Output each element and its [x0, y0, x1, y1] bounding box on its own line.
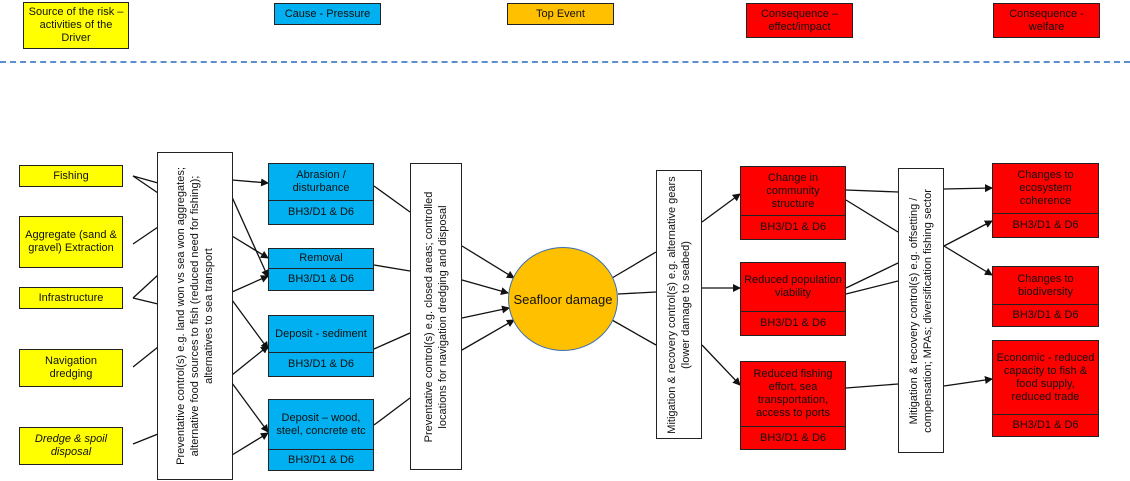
impact-community-structure: Change in community structure	[740, 166, 846, 216]
preventative-control-2: Preventative control(s) e.g. closed area…	[410, 163, 462, 470]
driver-aggregate-extraction: Aggregate (sand & gravel) Extraction	[19, 216, 123, 268]
welfare-economic: Economic - reduced capacity to fish & fo…	[992, 340, 1099, 415]
legend-top-event: Top Event	[507, 3, 614, 25]
pressure-deposit-sediment: Deposit - sediment	[268, 315, 374, 353]
mitigation-control-2: Mitigation & recovery control(s) e.g. of…	[898, 168, 944, 453]
pressure-deposit-materials-tag: BH3/D1 & D6	[268, 450, 374, 471]
welfare-biodiversity: Changes to biodiversity	[992, 266, 1099, 305]
impact-fishing-effort-tag: BH3/D1 & D6	[740, 427, 846, 450]
legend-consequence-welfare: Consequence - welfare	[993, 3, 1100, 38]
preventative-control-1-text: Preventative control(s) e.g. land won vs…	[175, 167, 215, 465]
impact-fishing-effort: Reduced fishing effort, sea transportati…	[740, 361, 846, 427]
preventative-control-2-text: Preventative control(s) e.g. closed area…	[423, 191, 449, 442]
legend-pressure: Cause - Pressure	[274, 3, 381, 25]
welfare-biodiversity-tag: BH3/D1 & D6	[992, 305, 1099, 327]
welfare-economic-tag: BH3/D1 & D6	[992, 415, 1099, 437]
pressure-deposit-sediment-tag: BH3/D1 & D6	[268, 353, 374, 377]
impact-population-viability-tag: BH3/D1 & D6	[740, 312, 846, 336]
pressure-deposit-materials: Deposit – wood, steel, concrete etc	[268, 399, 374, 450]
preventative-control-1: Preventative control(s) e.g. land won vs…	[157, 152, 233, 480]
mitigation-control-1: Mitigation & recovery control(s) e.g. al…	[656, 170, 702, 439]
driver-dredge-spoil-disposal: Dredge & spoil disposal	[19, 427, 123, 465]
impact-community-structure-tag: BH3/D1 & D6	[740, 216, 846, 240]
pressure-removal: Removal	[268, 248, 374, 269]
top-event-seafloor-damage: Seafloor damage	[508, 247, 618, 351]
impact-population-viability: Reduced population viability	[740, 262, 846, 312]
welfare-ecosystem-coherence: Changes to ecosystem coherence	[992, 163, 1099, 214]
welfare-ecosystem-coherence-tag: BH3/D1 & D6	[992, 214, 1099, 238]
driver-navigation-dredging: Navigation dredging	[19, 349, 123, 387]
pressure-abrasion: Abrasion / disturbance	[268, 163, 374, 201]
divider-line	[0, 61, 1130, 63]
mitigation-control-1-text: Mitigation & recovery control(s) e.g. al…	[666, 175, 692, 434]
legend-consequence-effect: Consequence – effect/impact	[746, 3, 853, 38]
legend-driver: Source of the risk – activities of the D…	[23, 2, 129, 49]
pressure-removal-tag: BH3/D1 & D6	[268, 269, 374, 291]
driver-infrastructure: Infrastructure	[19, 287, 123, 309]
pressure-abrasion-tag: BH3/D1 & D6	[268, 201, 374, 225]
driver-fishing: Fishing	[19, 165, 123, 187]
mitigation-control-2-text: Mitigation & recovery control(s) e.g. of…	[908, 188, 934, 433]
